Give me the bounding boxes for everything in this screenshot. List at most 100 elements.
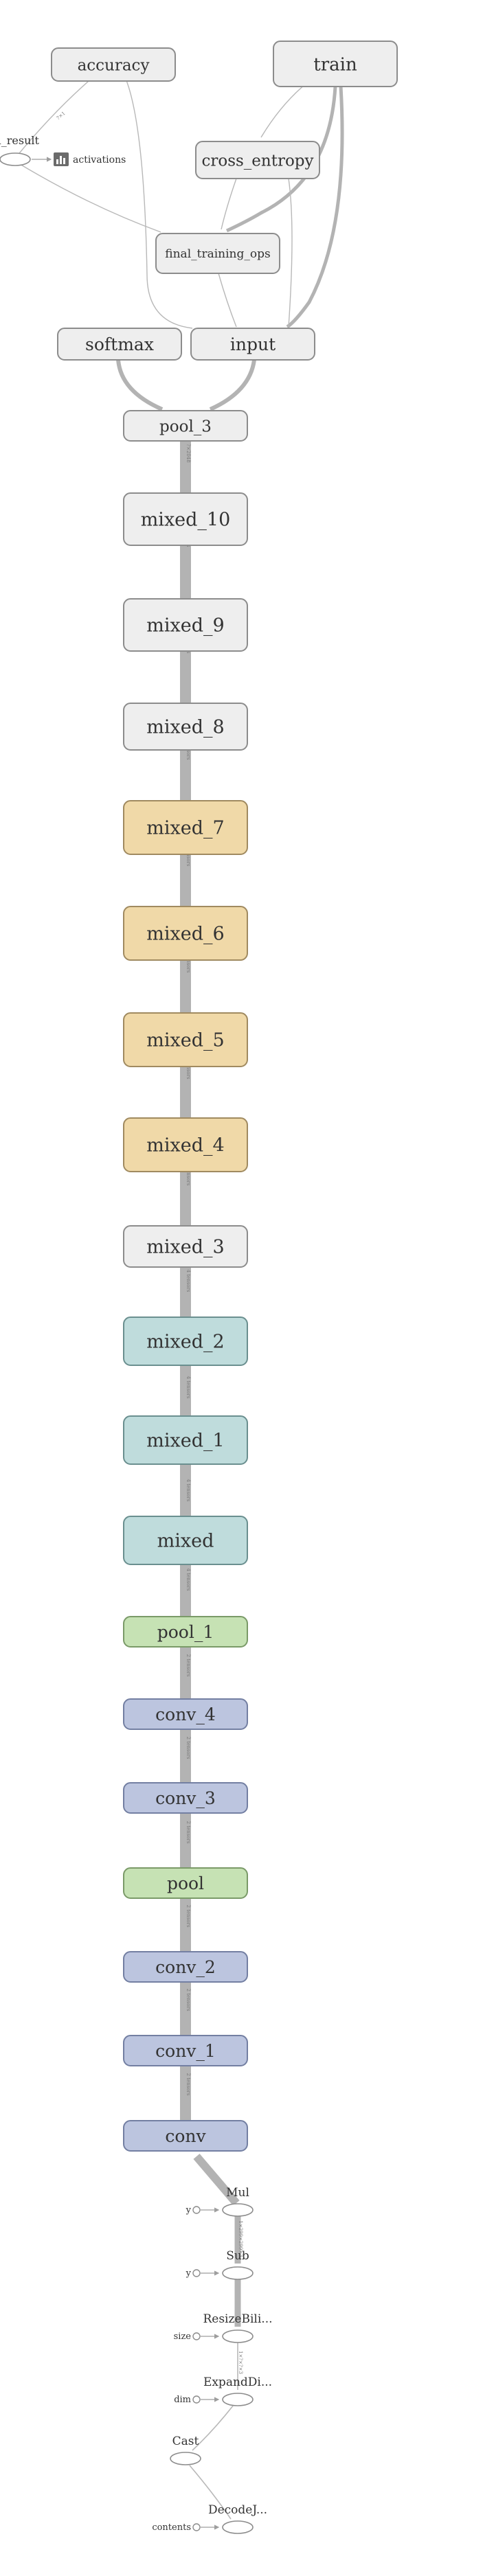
node-box[interactable] [123, 1951, 248, 1983]
node-box[interactable] [123, 2035, 248, 2066]
op-ellipse[interactable] [222, 2520, 254, 2534]
node-label: pool_3 [159, 418, 212, 435]
node-box[interactable] [123, 1117, 248, 1172]
node-box[interactable] [273, 41, 398, 87]
node-conv[interactable]: conv [123, 2120, 248, 2152]
node-mixed-10[interactable]: mixed_10 [123, 492, 248, 546]
node-mixed-1[interactable]: mixed_1 [123, 1415, 248, 1465]
node-box[interactable] [123, 2120, 248, 2152]
node-conv-3[interactable]: conv_3 [123, 1782, 248, 1814]
node-box[interactable] [123, 1415, 248, 1465]
node-mixed-7[interactable]: mixed_7 [123, 800, 248, 855]
edge-label: 4 tensors [186, 1376, 191, 1399]
edge-conv-mul [193, 2154, 240, 2206]
op-expanddims[interactable]: ExpandDi... [203, 2375, 272, 2406]
edge-expand-cast [192, 2404, 234, 2451]
node-accuracy[interactable]: accuracy [51, 47, 176, 82]
const-mul-y[interactable]: y [186, 2205, 201, 2215]
node-box[interactable] [123, 1012, 248, 1067]
const-decode-contents[interactable]: contents [152, 2522, 201, 2533]
edge-cast-decode [189, 2465, 232, 2520]
const-expand-dim[interactable]: dim [174, 2395, 201, 2405]
node-box[interactable] [123, 1782, 248, 1814]
summary-activations[interactable]: activations [54, 152, 126, 166]
histogram-icon-bar [60, 156, 62, 164]
const-circle[interactable] [192, 2332, 201, 2340]
edge-final-training-ops-input [218, 273, 237, 328]
op-label: Cast [172, 2435, 199, 2448]
op-label: ExpandDi... [203, 2375, 272, 2389]
node-box[interactable] [57, 328, 182, 361]
const-sub-y[interactable]: y [186, 2268, 201, 2279]
node-mixed-5[interactable]: mixed_5 [123, 1012, 248, 1067]
node-pool-3[interactable]: pool_3 [123, 410, 248, 442]
op-ellipse[interactable] [222, 2203, 254, 2217]
node-mixed-8[interactable]: mixed_8 [123, 703, 248, 751]
node-box[interactable] [123, 800, 248, 855]
const-resize-size[interactable]: size [174, 2332, 201, 2342]
op-mul[interactable]: Mul [222, 2186, 254, 2217]
node-box[interactable] [190, 328, 315, 361]
node-box[interactable] [123, 1698, 248, 1730]
node-box[interactable] [51, 47, 176, 82]
node-softmax[interactable]: softmax [57, 328, 182, 361]
node-conv-4[interactable]: conv_4 [123, 1698, 248, 1730]
node-box[interactable] [123, 492, 248, 546]
const-circle[interactable] [192, 2395, 201, 2404]
node-label: mixed_7 [146, 818, 224, 839]
node-mixed-4[interactable]: mixed_4 [123, 1117, 248, 1172]
histogram-icon-bar [56, 159, 58, 164]
node-mixed-3[interactable]: mixed_3 [123, 1225, 248, 1268]
const-circle[interactable] [192, 2206, 201, 2214]
node-mixed[interactable]: mixed [123, 1516, 248, 1565]
op-ellipse[interactable] [222, 2393, 254, 2406]
node-box[interactable] [123, 410, 248, 442]
node-label: conv_3 [155, 1788, 216, 1808]
op-ellipse[interactable] [222, 2329, 254, 2343]
node-pool[interactable]: pool [123, 1867, 248, 1899]
op-label: ResizeBili... [203, 2312, 272, 2326]
op-ellipse[interactable] [0, 152, 31, 166]
op-final-result[interactable]: al_result [0, 134, 39, 166]
edge-cross-entropy-input [288, 178, 293, 328]
node-mixed-9[interactable]: mixed_9 [123, 598, 248, 652]
node-label: mixed_3 [146, 1237, 224, 1258]
node-mixed-2[interactable]: mixed_2 [123, 1317, 248, 1366]
node-box[interactable] [123, 906, 248, 961]
node-box[interactable] [123, 1317, 248, 1366]
node-label: softmax [85, 334, 154, 354]
edge-label: 4 tensors [186, 1479, 191, 1502]
node-mixed-6[interactable]: mixed_6 [123, 906, 248, 961]
edge-input-pool3 [209, 359, 256, 411]
node-input[interactable]: input [190, 328, 315, 361]
const-circle[interactable] [192, 2523, 201, 2531]
node-conv-2[interactable]: conv_2 [123, 1951, 248, 1983]
node-box[interactable] [123, 1225, 248, 1268]
node-box[interactable] [123, 1867, 248, 1899]
node-cross-entropy[interactable]: cross_entropy [195, 141, 320, 179]
edge-train-final-training-ops [225, 86, 337, 233]
node-box[interactable] [155, 233, 280, 274]
node-final-training-ops[interactable]: final_training_ops [155, 233, 280, 274]
const-circle[interactable] [192, 2269, 201, 2277]
node-conv-1[interactable]: conv_1 [123, 2035, 248, 2066]
op-ellipse[interactable] [170, 2452, 201, 2465]
node-label: conv_4 [155, 1705, 216, 1724]
node-label: conv_1 [155, 2041, 216, 2061]
op-sub[interactable]: Sub [222, 2249, 254, 2280]
node-box[interactable] [123, 703, 248, 751]
node-pool-1[interactable]: pool_1 [123, 1616, 248, 1648]
node-train[interactable]: train [273, 41, 398, 87]
node-box[interactable] [123, 1616, 248, 1648]
op-label: Mul [226, 2186, 249, 2200]
node-box[interactable] [123, 598, 248, 652]
op-decodejpeg[interactable]: DecodeJ... [208, 2503, 267, 2534]
node-box[interactable] [195, 141, 320, 179]
node-label: train [313, 54, 357, 75]
op-ellipse[interactable] [222, 2266, 254, 2280]
edge-label: 4 tensors [186, 1569, 191, 1591]
op-cast[interactable]: Cast [170, 2435, 201, 2465]
node-box[interactable] [123, 1516, 248, 1565]
op-resizebilinear[interactable]: ResizeBili... [203, 2312, 273, 2343]
